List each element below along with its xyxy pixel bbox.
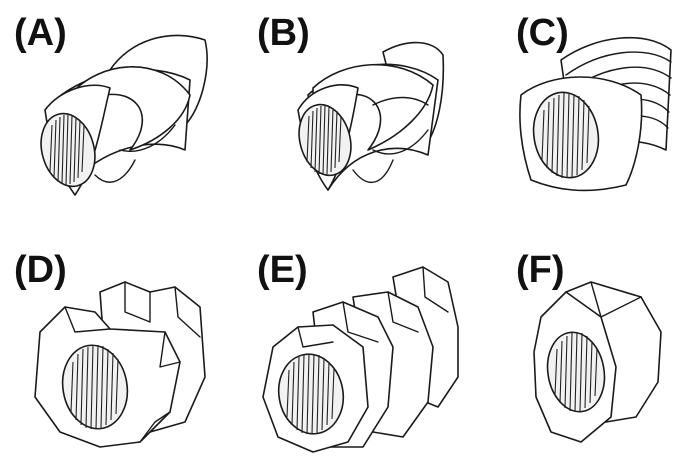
panel-f: (F) — [466, 237, 700, 475]
screw-element-kneading-block-icon — [34, 281, 206, 448]
screw-element-kneading-block-stacked-icon — [262, 266, 459, 453]
panel-label-b: (B) — [257, 12, 310, 54]
panel-label-c: (C) — [516, 12, 569, 54]
screw-element-conveying-deep-flight-icon — [297, 41, 445, 191]
panel-a: (A) — [0, 0, 233, 237]
panel-d: (D) — [0, 237, 233, 475]
panel-label-a: (A) — [14, 12, 67, 54]
panel-label-f: (F) — [516, 249, 565, 291]
panel-b: (B) — [233, 0, 466, 237]
panel-c: (C) — [466, 0, 700, 237]
panel-label-e: (E) — [257, 249, 308, 291]
panel-label-d: (D) — [14, 249, 67, 291]
panel-e: (E) — [233, 237, 466, 475]
screw-element-conveying-icon — [40, 34, 208, 196]
screw-element-short-pitch-icon — [519, 36, 672, 192]
screw-element-single-disc-icon — [533, 281, 662, 443]
